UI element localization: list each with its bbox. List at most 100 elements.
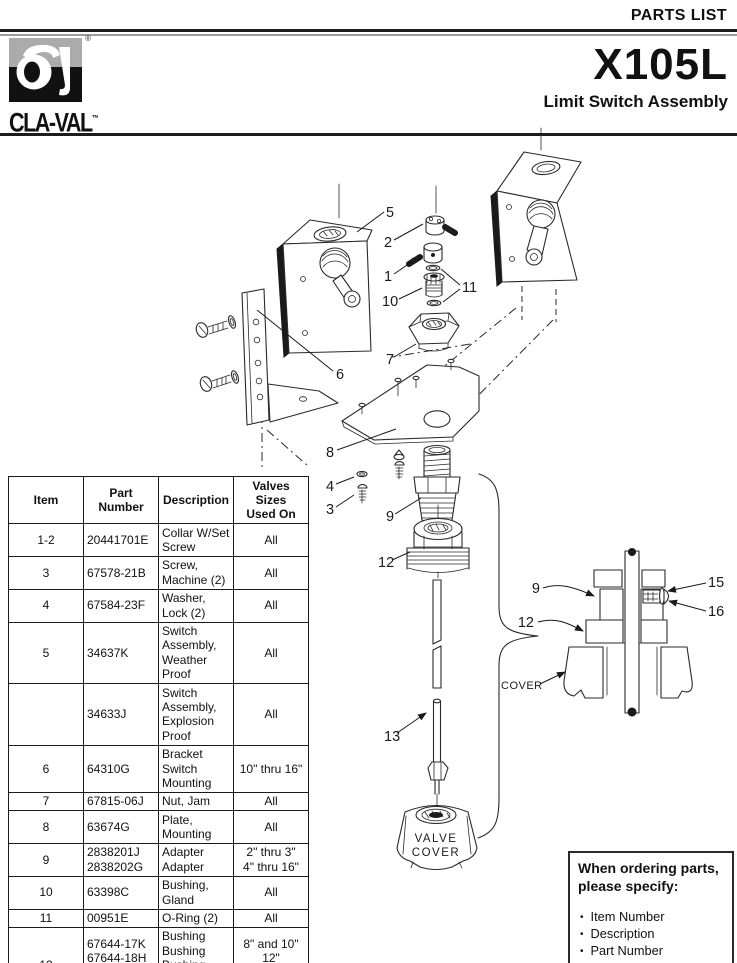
callout-8: 8 bbox=[326, 445, 334, 461]
cell-description: Plate, Mounting bbox=[158, 810, 234, 844]
callout-7: 7 bbox=[386, 352, 394, 368]
cell-description: Collar W/Set Screw bbox=[158, 523, 234, 557]
cell-sizes: All bbox=[233, 875, 309, 910]
cell-description: Adapter Adapter bbox=[158, 842, 234, 877]
logo-mark: ® bbox=[9, 34, 91, 102]
cell-sizes: All bbox=[233, 588, 309, 623]
projection-lines bbox=[261, 286, 557, 468]
callout-13: 13 bbox=[384, 729, 400, 745]
page-title: X105L bbox=[593, 40, 728, 89]
callout-9: 9 bbox=[386, 509, 394, 525]
cell-part-number: 64310G bbox=[83, 744, 159, 793]
cell-part-number: 34637K bbox=[83, 621, 159, 685]
plate-screw-washers bbox=[356, 449, 405, 504]
cell-sizes: 10" thru 16" bbox=[233, 744, 309, 793]
logo-glyph bbox=[16, 44, 70, 96]
cell-item bbox=[8, 683, 84, 746]
switch-box-left bbox=[276, 183, 373, 358]
col-header-item: Item bbox=[8, 475, 84, 525]
ordering-note-item: Item Number bbox=[580, 909, 724, 926]
bushing bbox=[406, 504, 470, 573]
main-callouts: 5 2 1 10 11 7 6 8 4 3 9 12 13 bbox=[256, 205, 477, 745]
col-header-description: Description bbox=[158, 475, 234, 525]
bracket-screws bbox=[195, 315, 240, 392]
cell-sizes: All bbox=[233, 621, 309, 685]
valve-cover-label-line1: VALVE bbox=[415, 833, 458, 845]
ordering-note-box: When ordering parts, please specify: Ite… bbox=[568, 851, 734, 963]
cell-sizes: All bbox=[233, 523, 309, 557]
callout-10: 10 bbox=[382, 294, 398, 310]
cell-part-number: 2838201J 2838202G bbox=[83, 842, 159, 877]
ordering-note-list: Item Number Description Part Number bbox=[578, 909, 724, 960]
cell-item: 11 bbox=[8, 908, 84, 928]
valve-cover-label-line2: COVER bbox=[412, 847, 460, 859]
callout-11: 11 bbox=[462, 280, 477, 296]
callout-5: 5 bbox=[386, 205, 394, 221]
cell-description: O-Ring (2) bbox=[158, 908, 234, 928]
header-bottom-rule bbox=[0, 133, 737, 136]
cell-item: 9 bbox=[8, 842, 84, 877]
cell-item: 4 bbox=[8, 588, 84, 623]
cell-description: Bracket Switch Mounting bbox=[158, 744, 234, 793]
cell-description: Switch Assembly, Weather Proof bbox=[158, 621, 234, 685]
cell-sizes: All bbox=[233, 908, 309, 928]
table-row: 1267644-17K 67644-18H 67644-19F 67644-91… bbox=[8, 926, 309, 963]
col-header-sizes: Valves Sizes Used On bbox=[233, 475, 309, 525]
detail-cross-section bbox=[563, 548, 693, 717]
mounting-bracket bbox=[241, 288, 339, 426]
adapter bbox=[413, 444, 461, 524]
callout-6: 6 bbox=[336, 367, 344, 383]
cell-description: Switch Assembly, Explosion Proof bbox=[158, 683, 234, 746]
parts-table-header: Item Part Number Description Valves Size… bbox=[8, 475, 309, 525]
cell-description: Bushing, Gland bbox=[158, 875, 234, 910]
cell-item: 1-2 bbox=[8, 523, 84, 557]
cell-description: Washer, Lock (2) bbox=[158, 588, 234, 623]
cell-sizes: All bbox=[233, 555, 309, 590]
cell-part-number: 67578-21B bbox=[83, 555, 159, 590]
cla-val-logo: ® CLA-VAL™ bbox=[9, 34, 99, 138]
valve-cover: VALVE COVER bbox=[396, 805, 478, 871]
detail-brace bbox=[477, 473, 539, 839]
cell-sizes: 2" thru 3" 4" thru 16" bbox=[233, 842, 309, 877]
switch-box-right bbox=[490, 127, 582, 287]
cell-description: Nut, Jam bbox=[158, 791, 234, 812]
cell-description: Bushing Bushing Bushing Bell Reducer bbox=[158, 926, 234, 963]
brand-wordmark: CLA-VAL™ bbox=[9, 107, 99, 138]
callout-2: 2 bbox=[384, 235, 392, 251]
header-divider bbox=[0, 29, 737, 37]
cell-item: 10 bbox=[8, 875, 84, 910]
detail-callout-15: 15 bbox=[708, 575, 724, 591]
cell-sizes: All bbox=[233, 683, 309, 746]
callout-1: 1 bbox=[384, 269, 392, 285]
cell-item: 7 bbox=[8, 791, 84, 812]
page-subtitle: Limit Switch Assembly bbox=[543, 92, 728, 111]
trademark-mark: ™ bbox=[91, 115, 99, 124]
cell-part-number: 34633J bbox=[83, 683, 159, 746]
cell-sizes: All bbox=[233, 791, 309, 812]
cell-part-number: 20441701E bbox=[83, 523, 159, 557]
cell-part-number: 67815-06J bbox=[83, 791, 159, 812]
cell-part-number: 63398C bbox=[83, 875, 159, 910]
cell-sizes: All bbox=[233, 810, 309, 844]
col-header-part-number: Part Number bbox=[83, 475, 159, 525]
cell-item: 6 bbox=[8, 744, 84, 793]
mounting-plate bbox=[341, 358, 480, 445]
cell-item: 12 bbox=[8, 926, 84, 963]
actuating-stem bbox=[427, 571, 449, 807]
detail-callouts: 9 12 15 16 COVER bbox=[501, 575, 724, 692]
registered-mark: ® bbox=[85, 34, 91, 43]
parts-table: Item Part Number Description Valves Size… bbox=[8, 475, 309, 963]
